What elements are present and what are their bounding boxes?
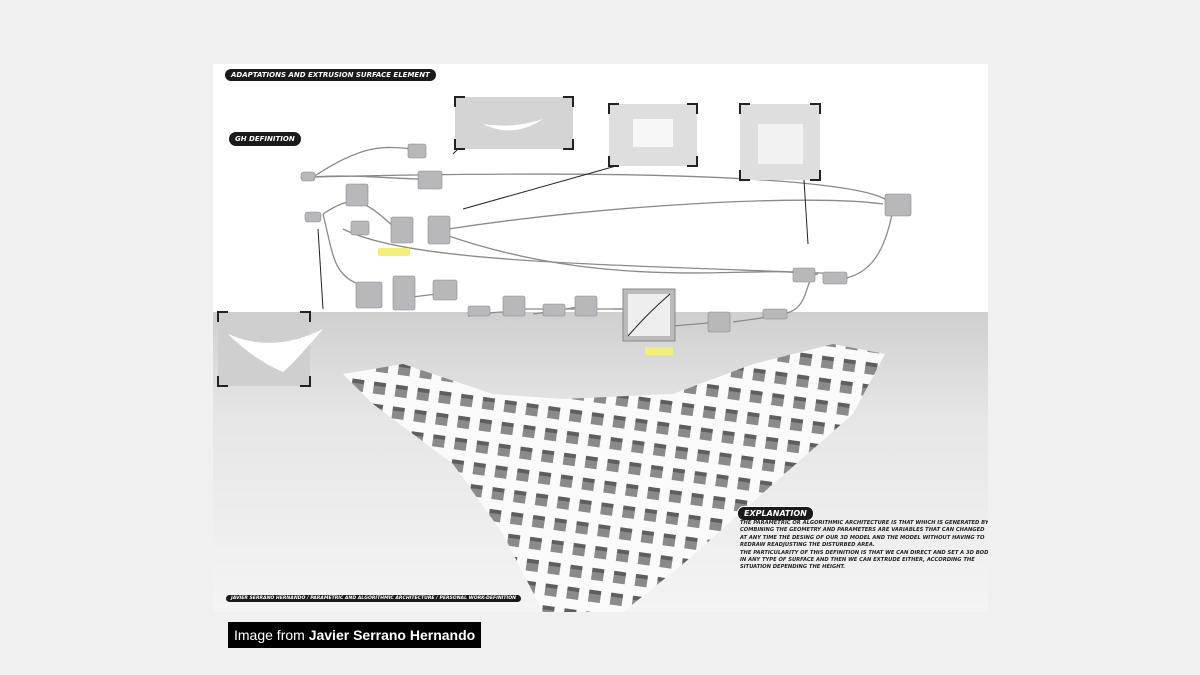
poster: Adaptations and extrusion surface elemen… — [213, 64, 988, 612]
yellow-panels — [378, 248, 673, 355]
graph-mapper — [622, 288, 676, 342]
gh-nodes — [300, 143, 912, 333]
image-credit-caption: Image from Javier Serrano Hernando — [228, 622, 482, 648]
poster-title: Adaptations and extrusion surface elemen… — [225, 69, 436, 81]
explanation-heading: Explanation — [737, 506, 814, 521]
explanation-paragraph: The parametric or algorithmic architectu… — [740, 520, 988, 549]
explanation-paragraph: The particularity of this definition is … — [740, 549, 988, 571]
callout-lines — [317, 133, 809, 310]
caption-author: Javier Serrano Hernando — [308, 627, 476, 643]
explanation-text: The parametric or algorithmic architectu… — [740, 520, 988, 572]
gh-definition-label: GH definition — [229, 132, 301, 146]
caption-prefix: Image from — [234, 627, 309, 643]
preview-thumbnails — [218, 97, 820, 386]
poster-footer: Javier Serrano Hernando / Parametric and… — [226, 595, 521, 602]
poster-artwork — [213, 96, 988, 612]
thumbnail-brackets — [217, 96, 821, 387]
